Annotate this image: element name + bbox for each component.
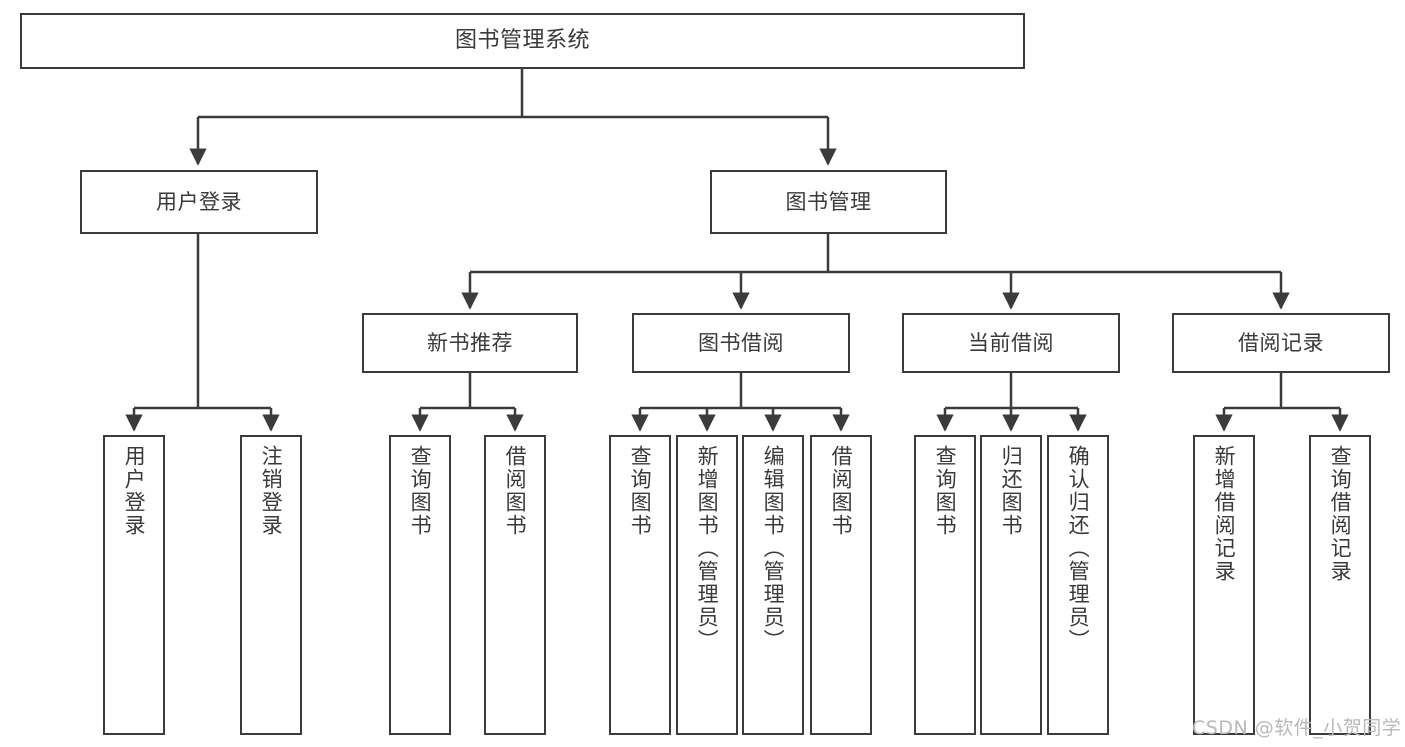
- node-borrow-record[interactable]: 借阅记录: [1172, 313, 1390, 373]
- node-current-borrow[interactable]: 当前借阅: [902, 313, 1120, 373]
- leaf-book-borrow-borrow[interactable]: 借阅图书: [810, 435, 872, 735]
- leaf-current-borrow-confirm[interactable]: 确认归还（管理员）: [1047, 435, 1109, 735]
- node-book-management-label: 图书管理: [785, 189, 872, 214]
- leaf-book-borrow-edit-label: 编辑图书（管理员）: [761, 445, 786, 652]
- leaf-new-book-borrow[interactable]: 借阅图书: [484, 435, 546, 735]
- leaf-borrow-record-add[interactable]: 新增借阅记录: [1193, 435, 1255, 735]
- leaf-borrow-record-query-label: 查询借阅记录: [1328, 445, 1353, 583]
- leaf-book-borrow-add-label: 新增图书（管理员）: [695, 445, 720, 652]
- leaf-new-book-query[interactable]: 查询图书: [389, 435, 451, 735]
- node-borrow-record-label: 借阅记录: [1238, 330, 1324, 355]
- leaf-borrow-record-add-label: 新增借阅记录: [1212, 445, 1237, 583]
- leaf-book-borrow-query[interactable]: 查询图书: [609, 435, 671, 735]
- node-root-label: 图书管理系统: [454, 28, 590, 54]
- leaf-book-borrow-query-label: 查询图书: [628, 445, 653, 537]
- leaf-current-borrow-return-label: 归还图书: [999, 445, 1024, 537]
- leaf-book-borrow-edit[interactable]: 编辑图书（管理员）: [742, 435, 804, 735]
- leaf-borrow-record-query[interactable]: 查询借阅记录: [1309, 435, 1371, 735]
- node-current-borrow-label: 当前借阅: [968, 330, 1054, 355]
- leaf-book-borrow-borrow-label: 借阅图书: [829, 445, 854, 537]
- leaf-current-borrow-query[interactable]: 查询图书: [914, 435, 976, 735]
- node-new-book-recommend[interactable]: 新书推荐: [362, 313, 578, 373]
- leaf-current-borrow-confirm-label: 确认归还（管理员）: [1066, 445, 1091, 652]
- leaf-user-login-login[interactable]: 用户登录: [103, 435, 165, 735]
- leaf-new-book-query-label: 查询图书: [408, 445, 433, 537]
- leaf-user-login-login-label: 用户登录: [122, 445, 147, 537]
- leaf-user-login-logout[interactable]: 注销登录: [240, 435, 302, 735]
- leaf-user-login-logout-label: 注销登录: [259, 445, 284, 537]
- node-user-login[interactable]: 用户登录: [80, 170, 318, 234]
- csdn-watermark: CSDN @软件_小贺同学: [1192, 717, 1402, 739]
- node-book-borrow-label: 图书借阅: [698, 330, 784, 355]
- leaf-book-borrow-add[interactable]: 新增图书（管理员）: [676, 435, 738, 735]
- node-book-management[interactable]: 图书管理: [710, 170, 947, 234]
- leaf-current-borrow-query-label: 查询图书: [933, 445, 958, 537]
- node-book-borrow[interactable]: 图书借阅: [632, 313, 850, 373]
- node-user-login-label: 用户登录: [156, 189, 242, 214]
- leaf-current-borrow-return[interactable]: 归还图书: [980, 435, 1042, 735]
- node-root[interactable]: 图书管理系统: [20, 13, 1025, 69]
- node-new-book-recommend-label: 新书推荐: [427, 330, 513, 355]
- leaf-new-book-borrow-label: 借阅图书: [503, 445, 528, 537]
